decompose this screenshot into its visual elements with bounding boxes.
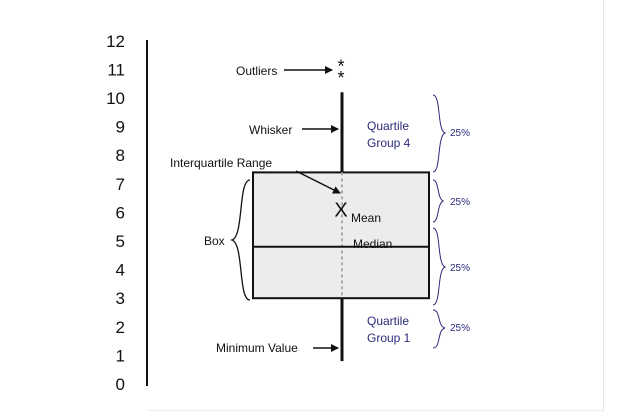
y-tick-label: 0 [116, 375, 125, 394]
outlier-marker: * [337, 68, 344, 88]
y-tick-label: 10 [106, 89, 125, 108]
minimum-value-label: Minimum Value [216, 341, 298, 355]
y-tick-label: 7 [116, 175, 125, 194]
percentage-label: 25% [450, 263, 470, 274]
y-tick-label: 6 [116, 203, 125, 222]
quartile-brace-2 [432, 227, 447, 306]
y-tick-label: 11 [107, 60, 125, 79]
percentage-label: 25% [450, 128, 470, 139]
quartile-group-1-line2: Group 1 [367, 331, 411, 345]
frame-bottom-border [147, 410, 603, 411]
box-brace [229, 179, 251, 301]
box-label: Box [204, 234, 225, 248]
quartile-group-4-line2: Group 4 [367, 136, 411, 150]
quartile-brace-1 [432, 309, 446, 349]
y-tick-label: 3 [116, 289, 125, 308]
quartile-group-4-line1: Quartile [367, 119, 409, 133]
y-tick-label: 2 [116, 318, 125, 337]
interquartile-range-arrow [295, 170, 341, 194]
percentage-label: 25% [450, 197, 470, 208]
quartile-brace-4 [432, 94, 447, 173]
interquartile-range-label: Interquartile Range [170, 156, 272, 170]
median-label: Median [353, 237, 392, 251]
mean-label: Mean [351, 211, 381, 225]
mean-marker: X [334, 200, 347, 222]
y-tick-label: 5 [116, 232, 125, 251]
frame-right-border [603, 0, 604, 412]
percentage-label: 25% [450, 323, 470, 334]
quartile-brace-3 [432, 179, 445, 223]
whisker-label: Whisker [249, 123, 292, 137]
y-tick-label: 9 [116, 118, 125, 137]
y-tick-label: 8 [116, 146, 125, 165]
outliers-label: Outliers [236, 64, 277, 78]
y-tick-label: 1 [116, 346, 125, 365]
y-tick-label: 12 [106, 32, 125, 51]
y-tick-label: 4 [116, 261, 125, 280]
quartile-group-1-line1: Quartile [367, 314, 409, 328]
outlier-marker: * [337, 57, 344, 77]
